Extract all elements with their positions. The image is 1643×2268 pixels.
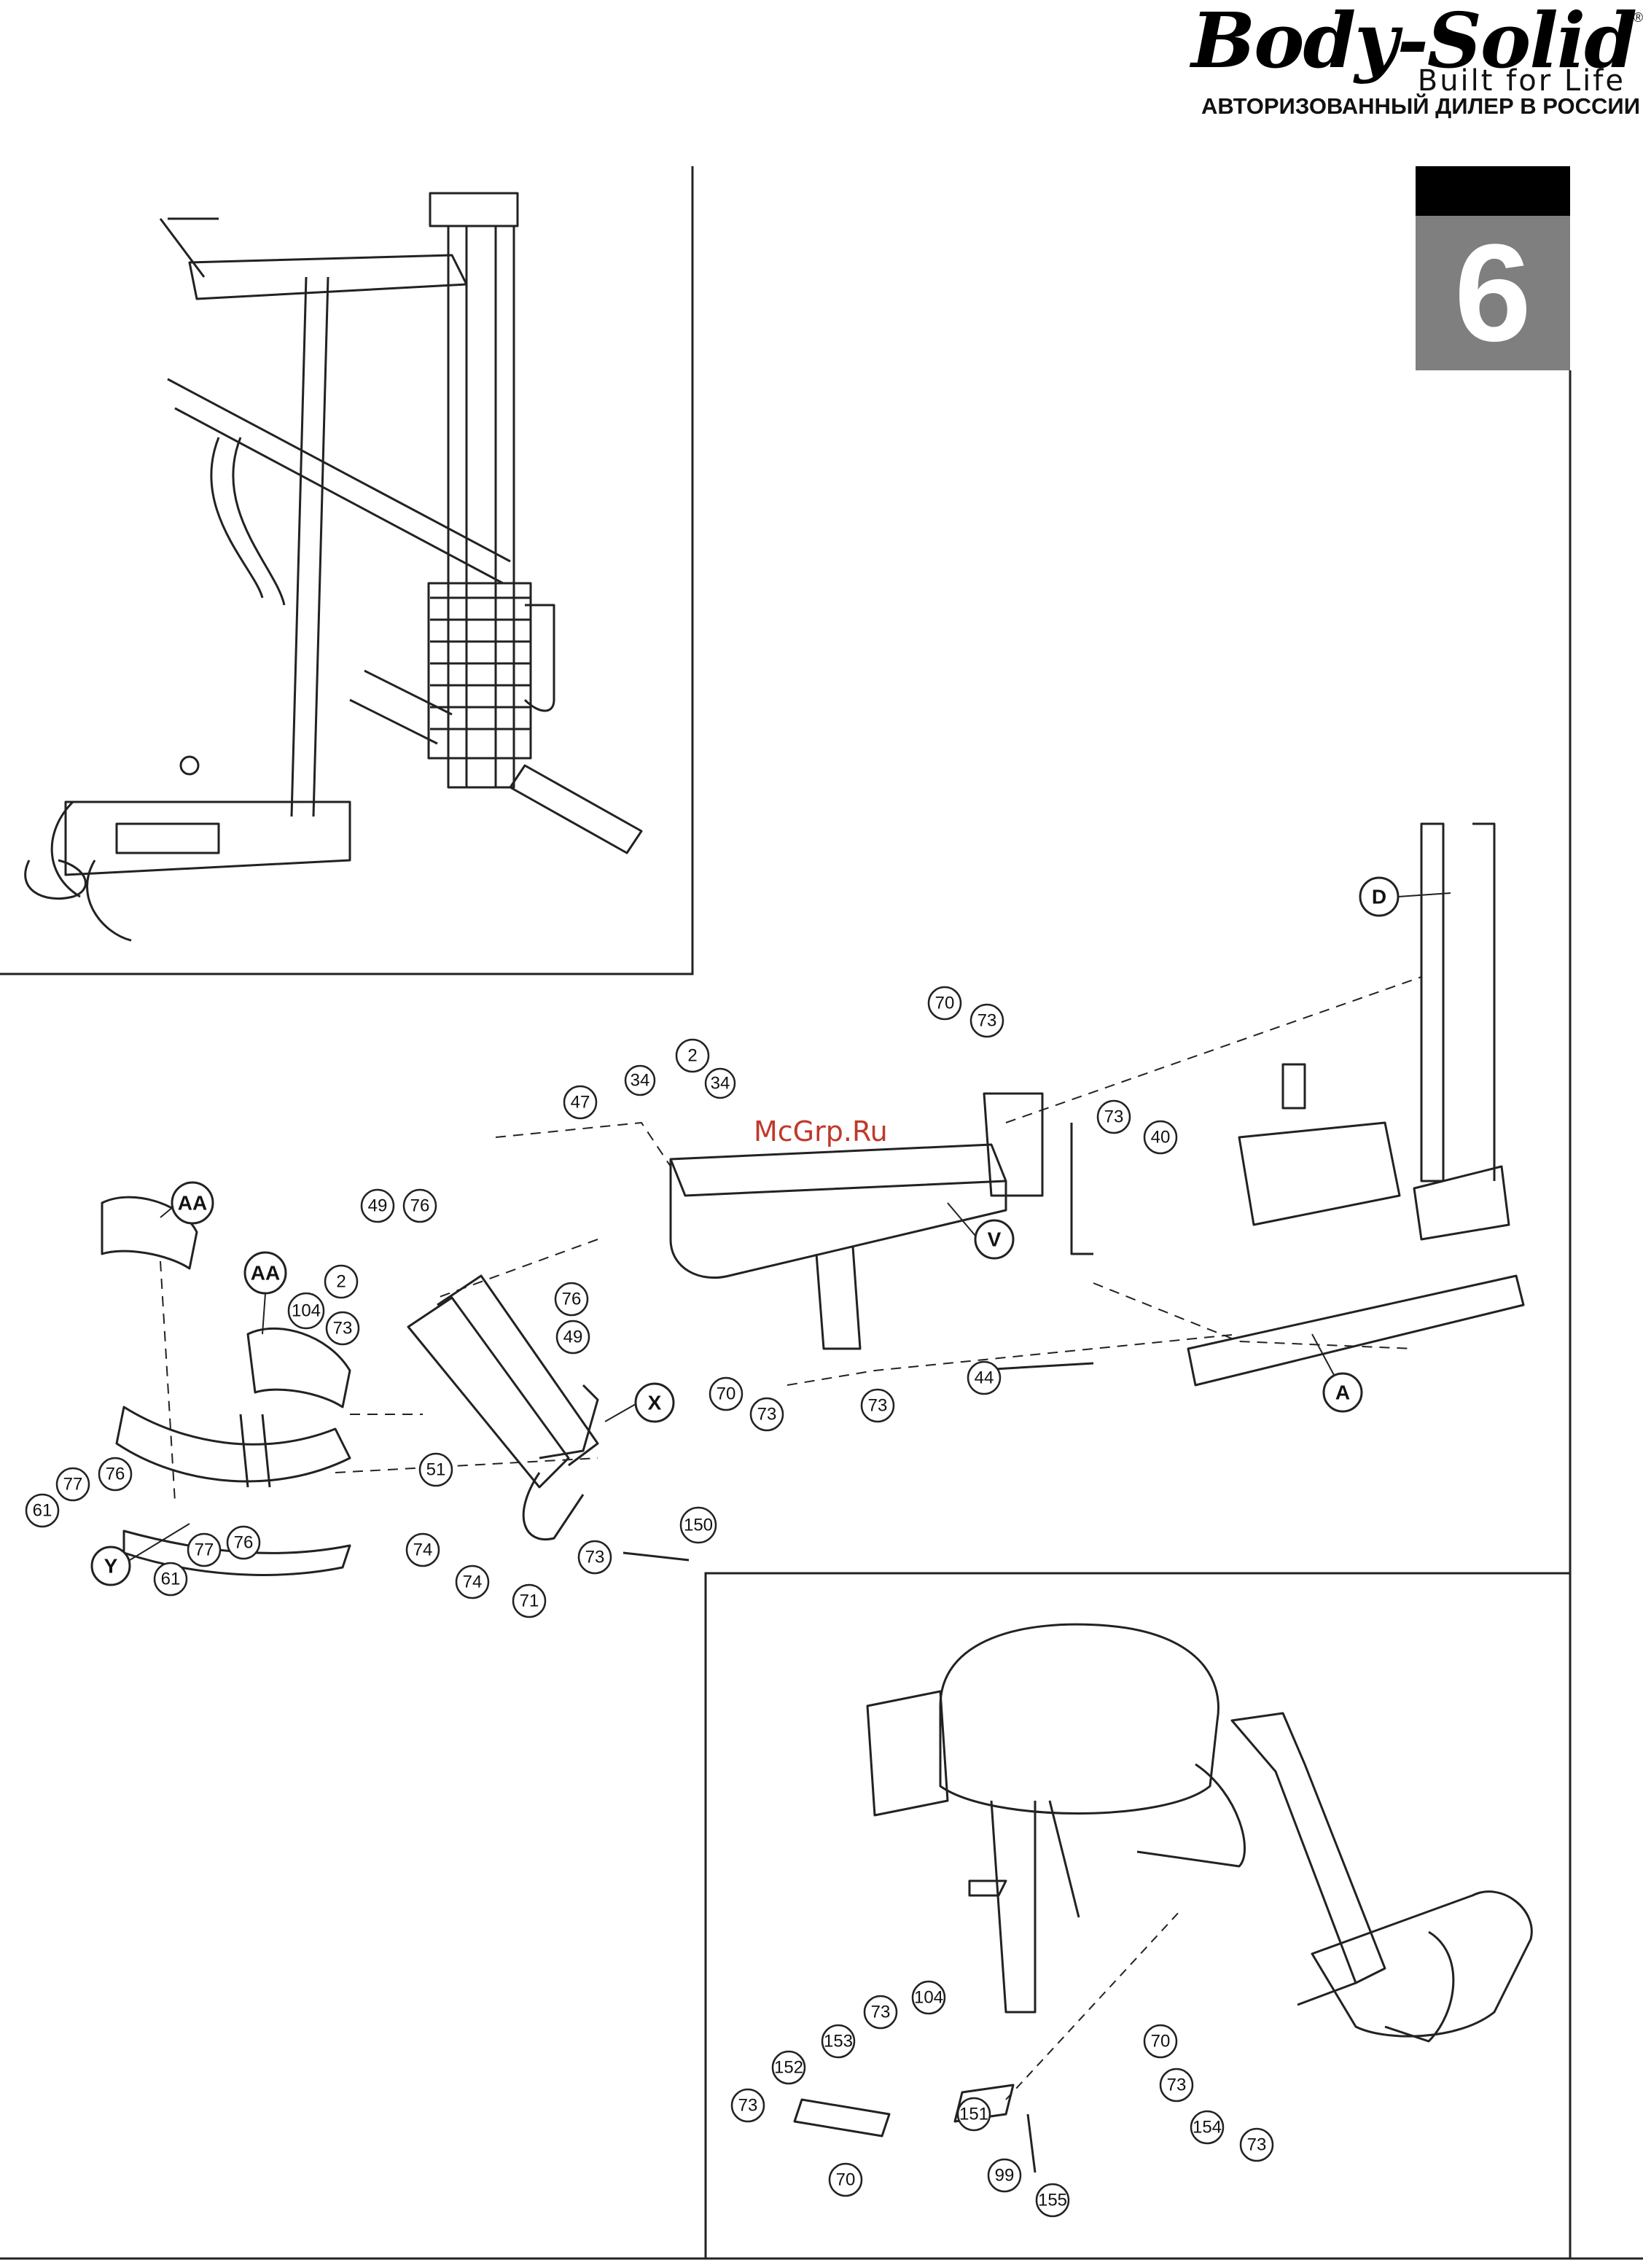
callout-letter-v: V [988, 1228, 1002, 1251]
callout-letter-x: X [648, 1392, 662, 1414]
callout-73: 73 [977, 1011, 997, 1031]
callout-2: 2 [336, 1272, 346, 1292]
callout-99: 99 [995, 2166, 1015, 2186]
callout-73: 73 [1167, 2076, 1187, 2095]
callout-letter-y: Y [104, 1555, 118, 1578]
callout-letter-aa: AA [178, 1192, 207, 1215]
callout-70: 70 [935, 994, 955, 1013]
callout-34: 34 [711, 1074, 730, 1094]
callout-150: 150 [684, 1516, 713, 1535]
callout-letter-d: D [1372, 886, 1386, 908]
callout-47: 47 [571, 1093, 590, 1112]
callout-49: 49 [563, 1328, 583, 1347]
callout-2: 2 [687, 1046, 697, 1066]
callout-73: 73 [738, 2096, 758, 2116]
callout-76: 76 [410, 1196, 430, 1216]
callout-76: 76 [106, 1465, 125, 1484]
callout-letter-a: A [1335, 1382, 1350, 1404]
callout-letter-aa: AA [251, 1262, 280, 1285]
callout-73: 73 [868, 1396, 888, 1416]
callout-73: 73 [585, 1548, 605, 1567]
callout-73: 73 [871, 2003, 891, 2022]
callout-155: 155 [1038, 2191, 1067, 2210]
callout-70: 70 [836, 2170, 856, 2190]
callout-104: 104 [914, 1988, 943, 2008]
callout-61: 61 [33, 1501, 52, 1521]
callout-104: 104 [292, 1301, 321, 1321]
callout-76: 76 [234, 1533, 254, 1553]
callout-152: 152 [774, 2058, 803, 2078]
callout-77: 77 [195, 1540, 214, 1560]
callout-51: 51 [426, 1460, 446, 1480]
callout-70: 70 [1151, 2032, 1171, 2051]
callout-61: 61 [161, 1570, 181, 1589]
callout-71: 71 [520, 1591, 539, 1611]
callout-73: 73 [1247, 2135, 1267, 2155]
callout-73: 73 [757, 1405, 777, 1425]
callout-70: 70 [717, 1384, 736, 1404]
callout-73: 73 [333, 1319, 353, 1338]
callout-77: 77 [63, 1475, 83, 1495]
callout-154: 154 [1193, 2118, 1222, 2138]
callout-44: 44 [975, 1368, 994, 1388]
callout-151: 151 [959, 2105, 988, 2124]
callout-74: 74 [413, 1540, 433, 1560]
callout-73: 73 [1104, 1107, 1124, 1127]
callout-49: 49 [368, 1196, 388, 1216]
callout-153: 153 [824, 2032, 853, 2051]
callout-34: 34 [631, 1071, 650, 1091]
callout-74: 74 [463, 1573, 483, 1592]
callout-40: 40 [1151, 1128, 1171, 1147]
callout-76: 76 [562, 1290, 582, 1309]
